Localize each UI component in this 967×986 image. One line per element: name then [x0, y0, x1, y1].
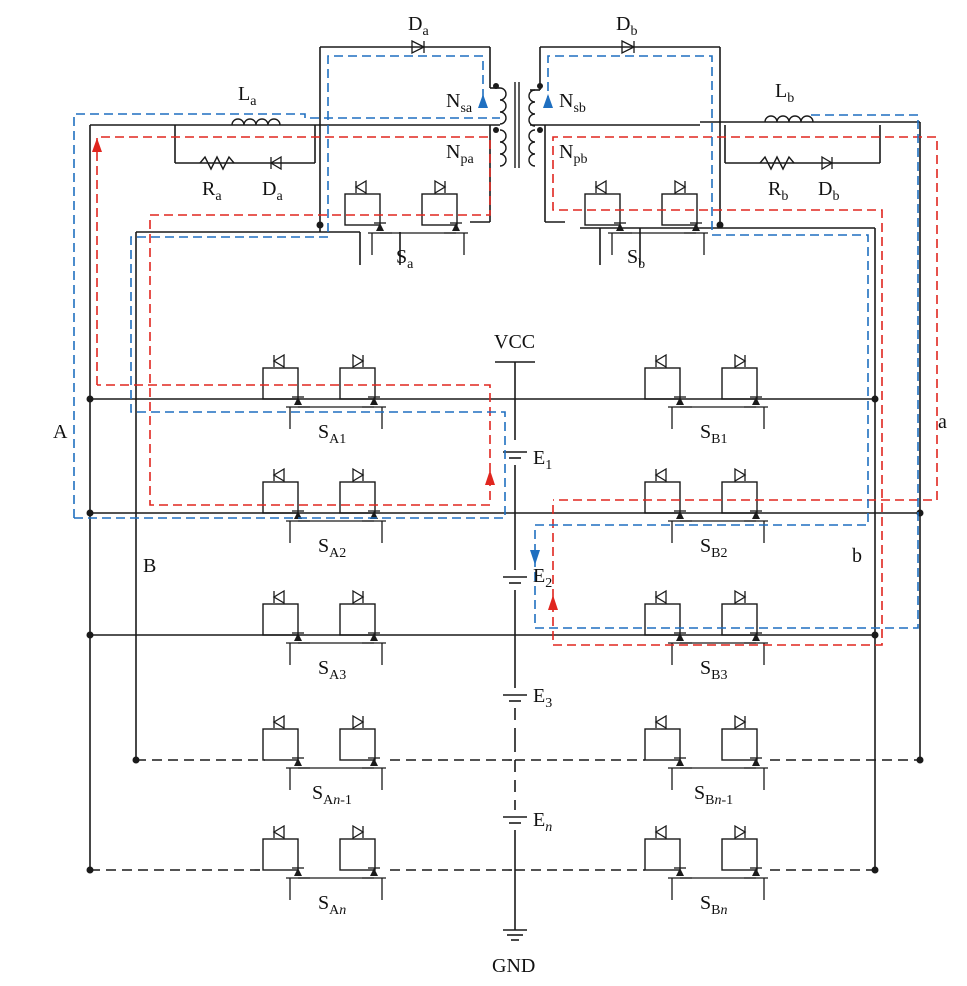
Nsa-label: Nsa: [446, 90, 473, 116]
La-label: La: [238, 83, 257, 109]
labels: VCC GND A B a b Da Db La Lb Ra Da Rb Db …: [53, 13, 947, 977]
switch-SA2-label: SA2: [318, 535, 346, 561]
node-a-label: a: [938, 411, 947, 433]
wiring: [89, 46, 921, 941]
switch-SB3-label: SB3: [700, 657, 727, 683]
battery-E3-label: E3: [533, 685, 552, 711]
Rb-label: Rb: [768, 178, 788, 204]
Da-main-label: Da: [408, 13, 429, 39]
switch-SA3-label: SA3: [318, 657, 346, 683]
junction-dots: [86, 221, 924, 874]
Db-main-label: Db: [616, 13, 637, 39]
Nsb-label: Nsb: [559, 90, 586, 116]
transformer-dots: [493, 83, 543, 133]
battery-E1-label: E1: [533, 447, 552, 473]
Da-snubber-label: Da: [262, 178, 283, 204]
switch-SA1-label: SA1: [318, 421, 346, 447]
switch-SBn-1-label: SBn-1: [694, 782, 733, 808]
battery-En-label: En: [533, 809, 552, 835]
current-path-blue: [73, 55, 919, 629]
switch-SB1-label: SB1: [700, 421, 727, 447]
top-switch-a: [344, 180, 469, 256]
diode-symbols: [269, 39, 834, 171]
node-b-label: b: [852, 545, 862, 567]
gnd-label: GND: [492, 955, 535, 977]
Sb-label: Sb: [627, 246, 645, 272]
switch-SAn-label: SAn: [318, 892, 346, 918]
Ra-label: Ra: [202, 178, 222, 204]
Lb-label: Lb: [775, 80, 794, 106]
switch-SAn-1-label: SAn-1: [312, 782, 352, 808]
direction-arrows: [92, 94, 558, 610]
switch-SB2-label: SB2: [700, 535, 727, 561]
Sa-label: Sa: [396, 246, 414, 272]
current-path-red: [96, 136, 938, 646]
node-B-label: B: [143, 555, 156, 577]
vcc-label: VCC: [494, 331, 535, 353]
top-switch-b: [584, 180, 709, 256]
node-A-label: A: [53, 421, 68, 443]
switch-SBn-label: SBn: [700, 892, 727, 918]
Npb-label: Npb: [559, 141, 587, 167]
Npa-label: Npa: [446, 141, 474, 167]
battery-E2-label: E2: [533, 565, 552, 591]
Db-snubber-label: Db: [818, 178, 839, 204]
